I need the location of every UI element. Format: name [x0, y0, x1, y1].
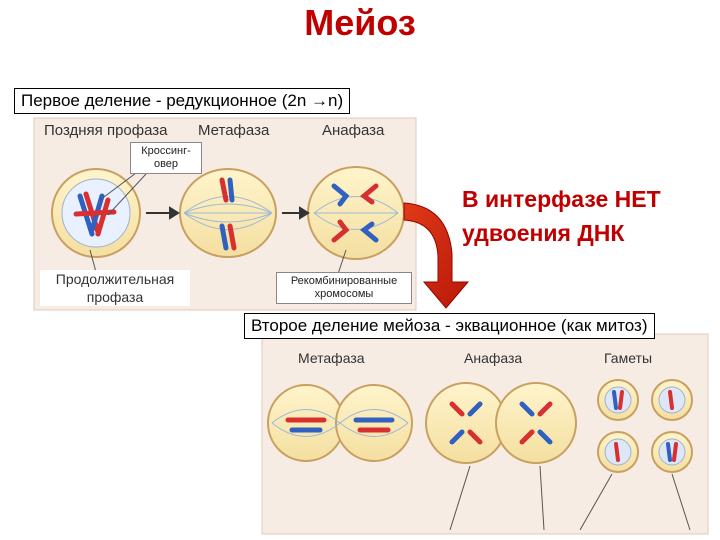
- cell-metaphase-2: [267, 384, 413, 462]
- cell-anaphase-2: [425, 382, 577, 464]
- callout-lines: [89, 169, 347, 275]
- cell-metaphase-1: [179, 168, 277, 258]
- bottom-pointer-lines: [449, 465, 691, 531]
- gametes: [597, 379, 693, 473]
- stage-arrows-1: [146, 206, 310, 220]
- stage-metaphase-1: Метафаза: [198, 122, 270, 139]
- stage-late-prophase: Поздняя профаза: [44, 122, 168, 139]
- stage-anaphase-1: Анафаза: [322, 122, 385, 139]
- stage-anaphase-2: Анафаза: [464, 350, 523, 366]
- cell-anaphase-1: [307, 166, 405, 260]
- no-dna-replication-note: В интерфазе НЕТ удвоения ДНК: [462, 186, 661, 246]
- prolonged-prophase-label: Продолжительная профаза: [40, 270, 190, 306]
- page-title: Мейоз: [304, 2, 416, 43]
- transition-arrow: [403, 202, 470, 309]
- stage-metaphase-2: Метафаза: [298, 350, 365, 366]
- division2-label: Второе деление мейоза - эквационное (как…: [244, 313, 655, 339]
- stage-gametes: Гаметы: [604, 350, 653, 366]
- cell-late-prophase: [51, 168, 141, 258]
- division1-label: Первое деление - редукционное (2n →n): [14, 88, 351, 114]
- recombined-chromosomes-label: Рекомбинированные хромосомы: [276, 272, 412, 304]
- crossing-over-label: Кроссинг- овер: [130, 142, 202, 174]
